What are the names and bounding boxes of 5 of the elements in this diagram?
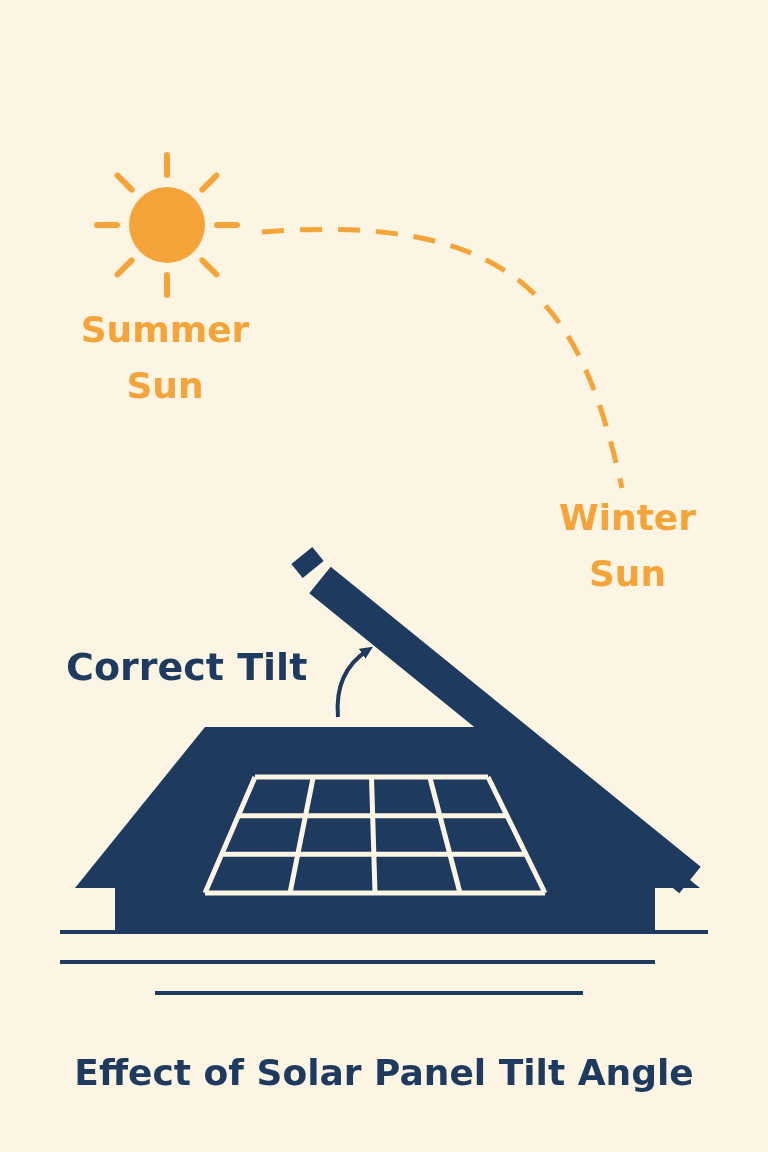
sun-path-arc: [261, 227, 625, 489]
tilt-label: Correct Tilt: [66, 645, 308, 689]
sun-label: Winter Sun: [545, 490, 710, 602]
diagram-title: Effect of Solar Panel Tilt Angle: [73, 1052, 695, 1093]
sun-label: Summer Sun: [79, 308, 251, 408]
